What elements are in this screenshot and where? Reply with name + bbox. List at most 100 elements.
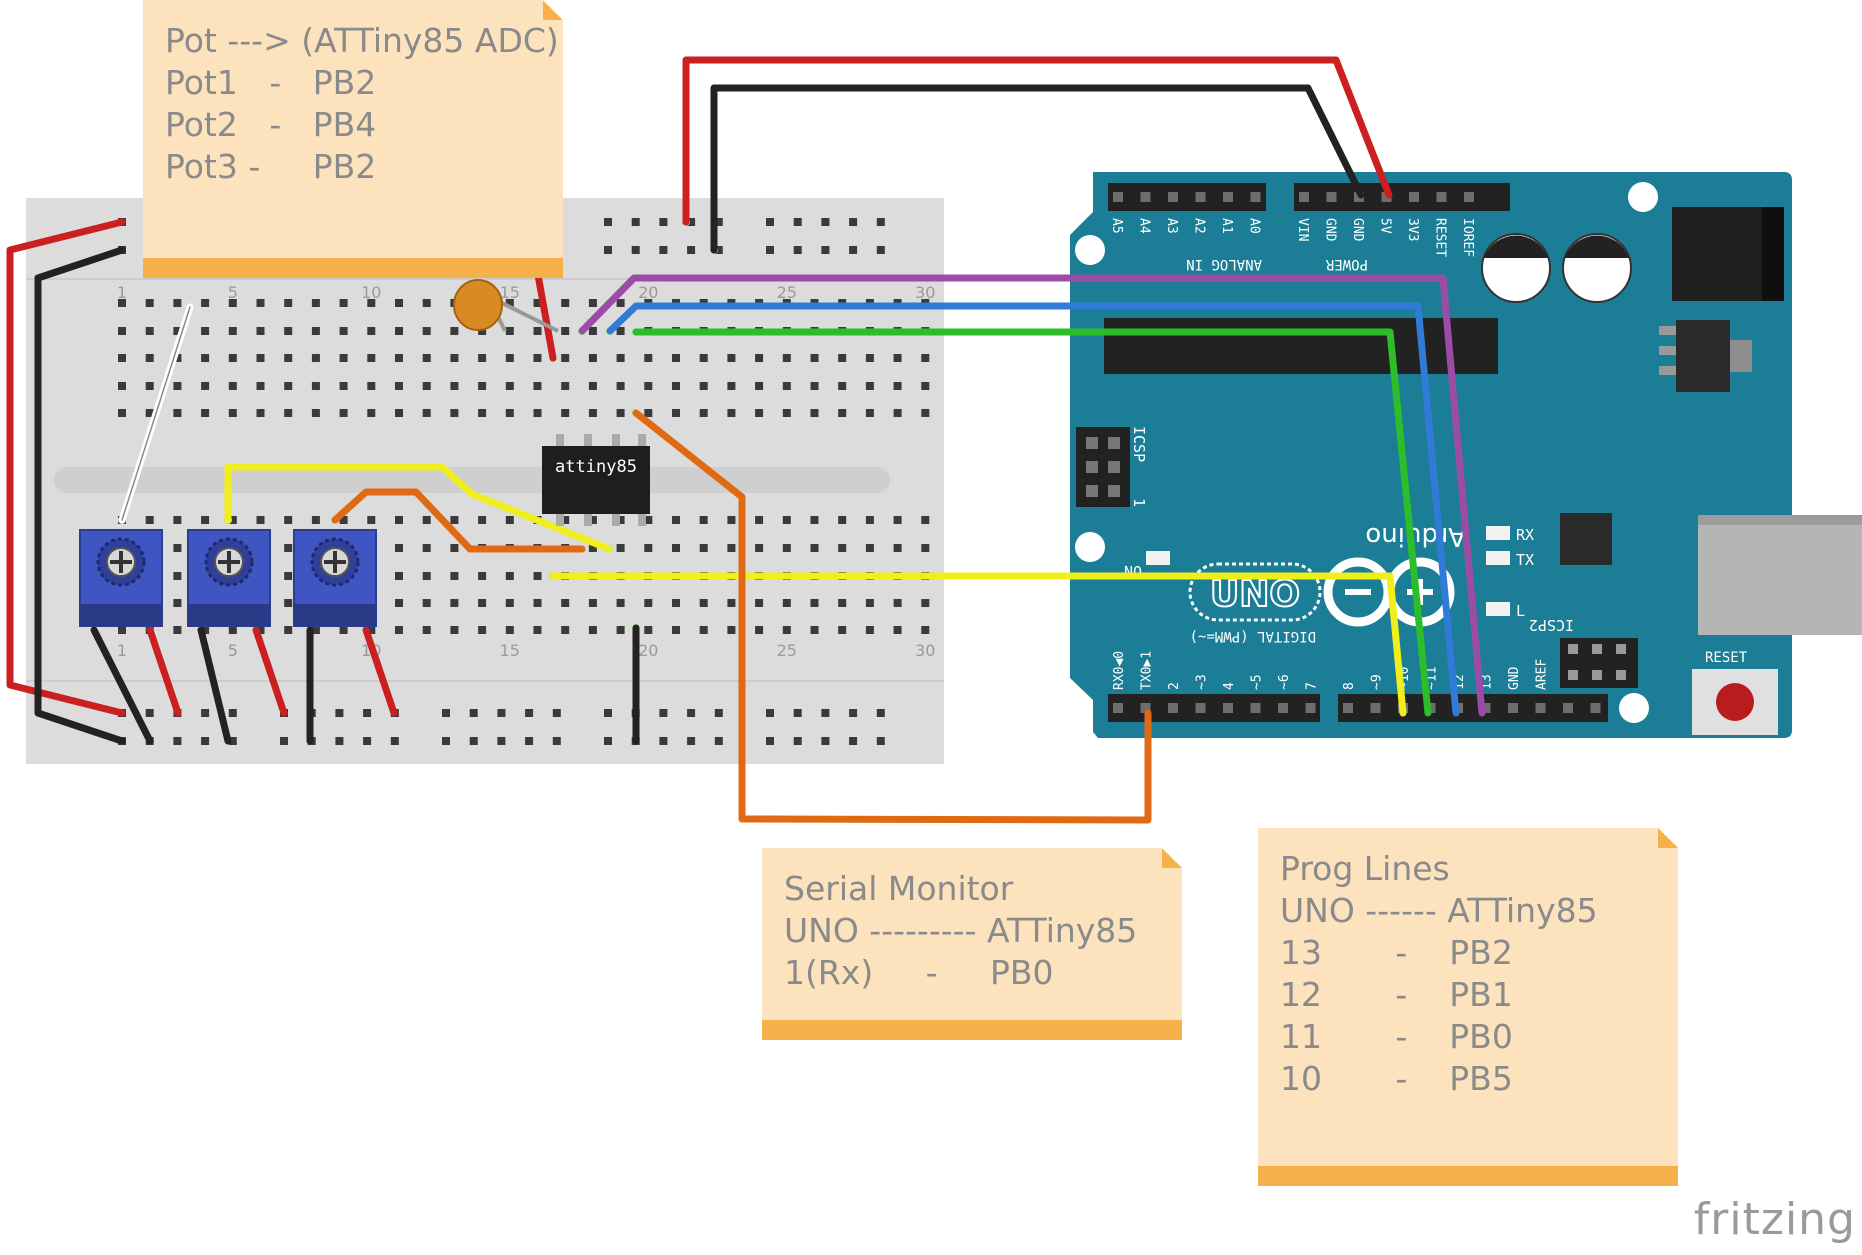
breadboard-hole	[727, 409, 736, 417]
breadboard-hole	[893, 599, 902, 607]
breadboard-hole	[755, 599, 764, 607]
breadboard-hole	[672, 409, 680, 417]
breadboard-hole	[525, 737, 534, 745]
breadboard-hole	[280, 737, 288, 745]
breadboard-hole	[876, 709, 885, 717]
breadboard-hole	[782, 599, 791, 607]
digital-pin-label: ~6	[1277, 674, 1292, 690]
breadboard-hole	[390, 737, 399, 745]
breadboard-hole	[442, 709, 450, 717]
breadboard-hole	[395, 572, 403, 580]
breadboard-hole	[616, 299, 625, 307]
breadboard-hole	[201, 327, 210, 335]
breadboard-hole	[505, 382, 514, 390]
breadboard-hole	[810, 626, 819, 634]
analog-pin-label: A4	[1137, 218, 1152, 234]
breadboard-hole	[422, 382, 431, 390]
breadboard-hole	[604, 709, 612, 717]
breadboard-hole	[793, 709, 802, 717]
breadboard-hole	[921, 382, 930, 390]
breadboard-hole	[256, 382, 265, 390]
breadboard-hole	[497, 709, 506, 717]
note-line: Pot ---> (ATTiny85 ADC)	[165, 21, 559, 60]
breadboard-hole	[893, 544, 902, 552]
breadboard-hole	[469, 737, 478, 745]
breadboard-hole	[339, 409, 348, 417]
breadboard-hole	[644, 626, 653, 634]
breadboard-hole	[876, 246, 885, 254]
breadboard-hole	[755, 516, 764, 524]
breadboard-hole	[478, 382, 487, 390]
breadboard-hole	[339, 354, 348, 362]
breadboard-hole	[810, 382, 819, 390]
breadboard-hole	[561, 327, 570, 335]
breadboard-hole	[505, 409, 514, 417]
breadboard-hole	[727, 354, 736, 362]
uno-logo-text: UNO	[1210, 574, 1300, 615]
breadboard-hole	[311, 626, 320, 634]
breadboard-hole	[604, 737, 612, 745]
breadboard-hole	[422, 354, 431, 362]
breadboard-hole	[228, 516, 237, 524]
breadboard-hole	[228, 299, 237, 307]
breadboard-hole	[672, 354, 680, 362]
analog-header-pin	[1195, 192, 1206, 202]
breadboard-hole	[201, 299, 210, 307]
breadboard-hole	[505, 599, 514, 607]
digital-pin-label: 13	[1480, 674, 1495, 690]
note-bottom-bar	[1258, 1166, 1678, 1186]
breadboard-hole	[644, 544, 653, 552]
icsp-pins	[1086, 437, 1120, 497]
power-pin-label: IOREF	[1460, 218, 1475, 257]
digital-pin-label: GND	[1507, 666, 1522, 690]
column-number-top: 15	[500, 283, 520, 302]
breadboard-hole	[367, 409, 376, 417]
breadboard-hole	[311, 327, 320, 335]
breadboard-hole	[201, 409, 210, 417]
chip-label: attiny85	[555, 457, 637, 477]
arduino-brand-text: Arduino	[1365, 521, 1466, 551]
breadboard-hole	[284, 409, 293, 417]
breadboard-hole	[339, 382, 348, 390]
breadboard-hole	[442, 737, 450, 745]
breadboard-hole	[849, 737, 858, 745]
note-fold-corner	[543, 0, 563, 20]
breadboard-hole	[699, 409, 708, 417]
l-led-label: L	[1516, 602, 1525, 620]
note-line: Serial Monitor	[784, 869, 1014, 908]
breadboard-hole	[478, 327, 487, 335]
digital-header-pin	[1590, 703, 1601, 713]
breadboard-hole	[699, 354, 708, 362]
icsp-label: ICSP	[1130, 426, 1148, 462]
digital-header-pin	[1278, 703, 1288, 713]
breadboard-hole	[714, 709, 723, 717]
breadboard-hole	[505, 299, 514, 307]
breadboard-hole	[604, 218, 612, 226]
breadboard-hole	[118, 409, 126, 417]
breadboard-hole	[478, 599, 487, 607]
column-number-top: 5	[228, 283, 238, 302]
breadboard-hole	[672, 516, 680, 524]
breadboard-hole	[505, 327, 514, 335]
breadboard-hole	[422, 572, 431, 580]
breadboard-hole	[588, 516, 597, 524]
breadboard-hole	[644, 354, 653, 362]
breadboard-hole	[561, 516, 570, 524]
note-line: Pot3 - PB2	[165, 147, 377, 186]
breadboard-hole	[838, 382, 847, 390]
breadboard-hole	[335, 737, 344, 745]
note-line: Pot1 - PB2	[165, 63, 377, 102]
breadboard-hole	[395, 516, 403, 524]
column-number-top: 25	[777, 283, 797, 302]
note-line: 10 - PB5	[1280, 1059, 1513, 1098]
breadboard-hole	[228, 354, 237, 362]
breadboard-hole	[616, 626, 625, 634]
breadboard-hole	[284, 382, 293, 390]
breadboard-hole	[865, 599, 874, 607]
breadboard-hole	[821, 246, 830, 254]
power-pin-label: 5V	[1378, 218, 1393, 234]
analog-pin-label: A0	[1247, 218, 1262, 234]
digital-header-pin	[1168, 703, 1178, 713]
breadboard-hole	[849, 218, 858, 226]
